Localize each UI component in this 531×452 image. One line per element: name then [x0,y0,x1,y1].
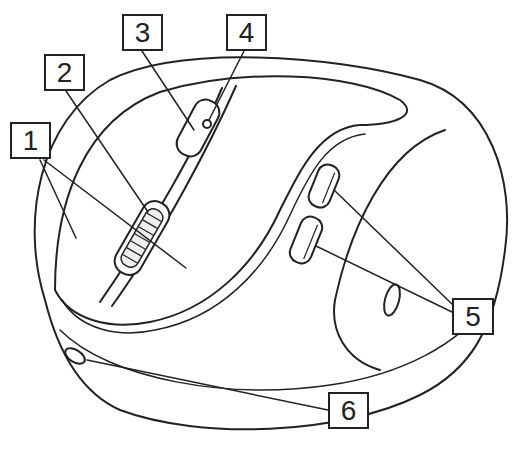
side-button [306,161,343,210]
rear-notch [381,283,403,318]
wheel-ridge [127,248,141,256]
bottom-contour [60,300,490,390]
wheel-ridge [131,241,145,249]
top-shell [55,76,407,324]
callout-number: 1 [10,122,51,159]
top-shell-edge [62,134,365,333]
wheel-ridge [143,220,157,228]
callout-number: 6 [328,392,369,429]
mouse-body [35,57,507,429]
leader-lines [40,51,452,410]
scroll-wheel [110,196,174,279]
usb-port [62,345,87,367]
callout-number: 3 [122,14,163,51]
wheel-ridge [123,255,137,263]
callout-number: 2 [44,54,85,91]
indicator-led [203,120,211,128]
side-contour [334,130,445,370]
side-button [287,214,325,267]
wheel-ridge [147,213,161,221]
callout-number: 5 [452,298,494,335]
callout-number: 4 [226,14,267,51]
